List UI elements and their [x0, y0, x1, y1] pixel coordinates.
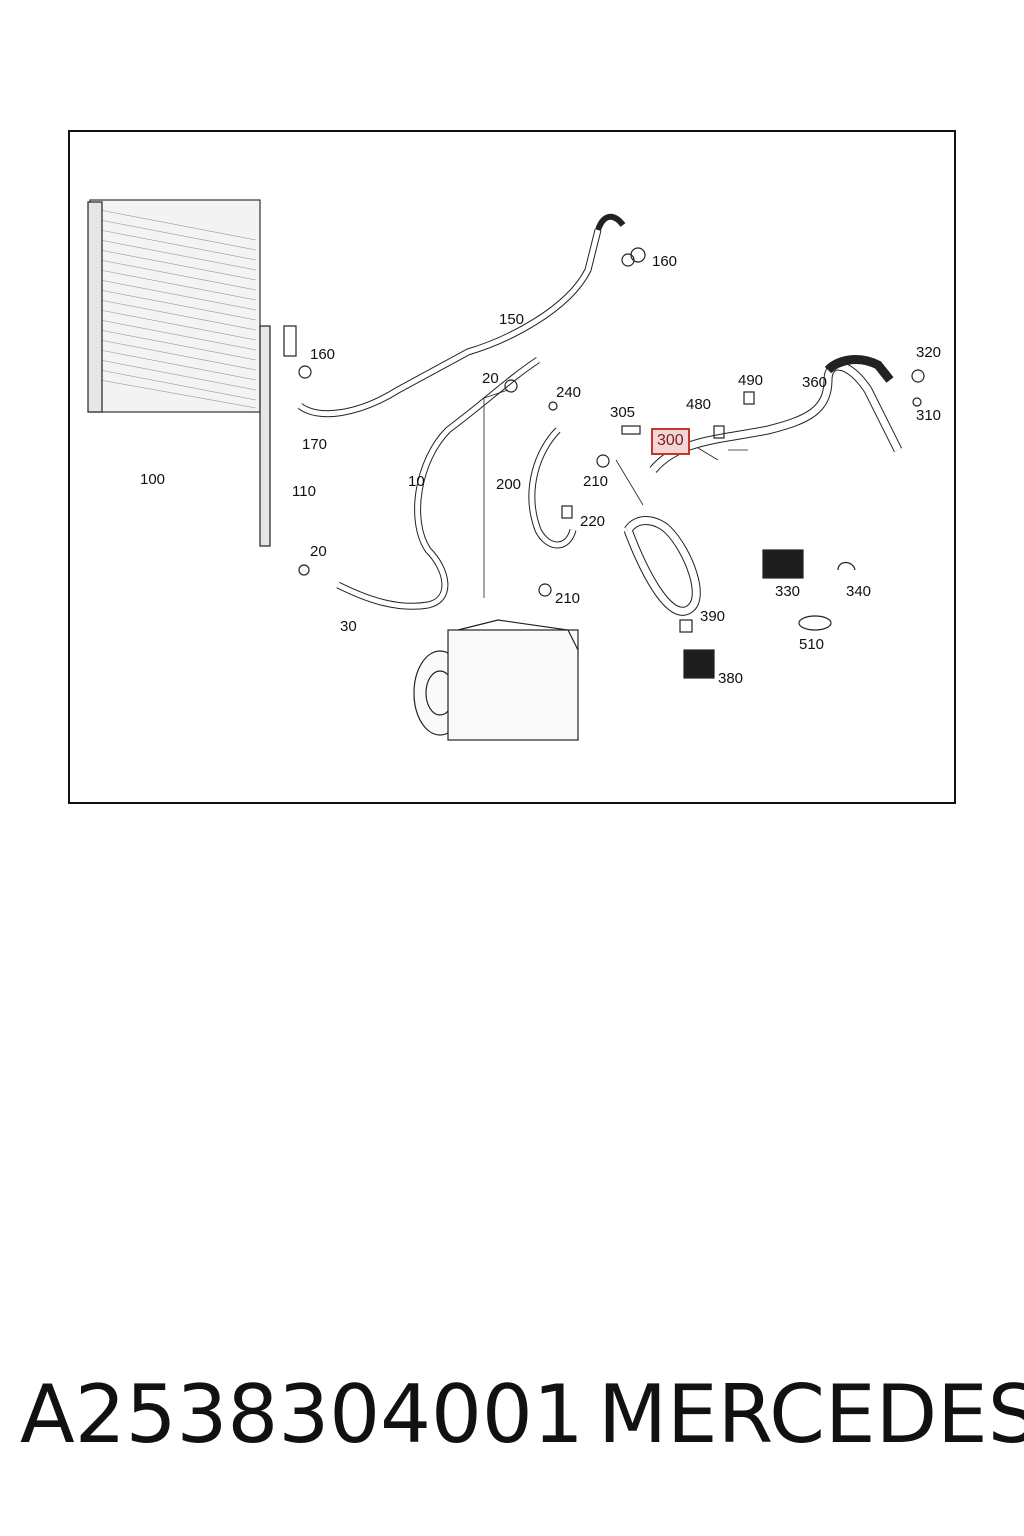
hose-150	[297, 229, 602, 418]
callout-110: 110	[292, 483, 316, 500]
callout-330: 330	[775, 583, 801, 600]
callout-510: 510	[799, 636, 825, 653]
callout-160-top: 160	[652, 253, 678, 270]
brand-name: MERCEDES	[598, 1368, 1024, 1461]
callout-305: 305	[610, 404, 636, 421]
callout-20-top: 20	[482, 370, 499, 387]
callout-320: 320	[916, 344, 942, 361]
callout-300-highlighted: 300	[651, 428, 690, 455]
callout-100: 100	[140, 471, 166, 488]
callout-490: 490	[738, 372, 764, 389]
callout-220: 220	[580, 513, 606, 530]
callout-160-left: 160	[310, 346, 336, 363]
part-number: A2538304001	[20, 1368, 584, 1461]
callout-170: 170	[302, 436, 328, 453]
callout-210-top: 210	[583, 473, 609, 490]
callout-150: 150	[499, 311, 525, 328]
parts-diagram	[87, 199, 925, 741]
callout-310: 310	[916, 407, 942, 424]
callout-380: 380	[718, 670, 744, 687]
callout-340: 340	[846, 583, 872, 600]
callout-20-bottom: 20	[310, 543, 327, 560]
callout-200: 200	[496, 476, 522, 493]
compressor	[413, 619, 579, 741]
callout-390: 390	[700, 608, 726, 625]
condenser-100	[87, 199, 271, 547]
footer: A2538304001 MERCEDES	[20, 1368, 1024, 1478]
callout-480: 480	[686, 396, 712, 413]
callout-10: 10	[408, 473, 425, 490]
callout-210-bottom: 210	[555, 590, 581, 607]
callout-360: 360	[802, 374, 828, 391]
callout-30: 30	[340, 618, 357, 635]
callout-240: 240	[556, 384, 582, 401]
